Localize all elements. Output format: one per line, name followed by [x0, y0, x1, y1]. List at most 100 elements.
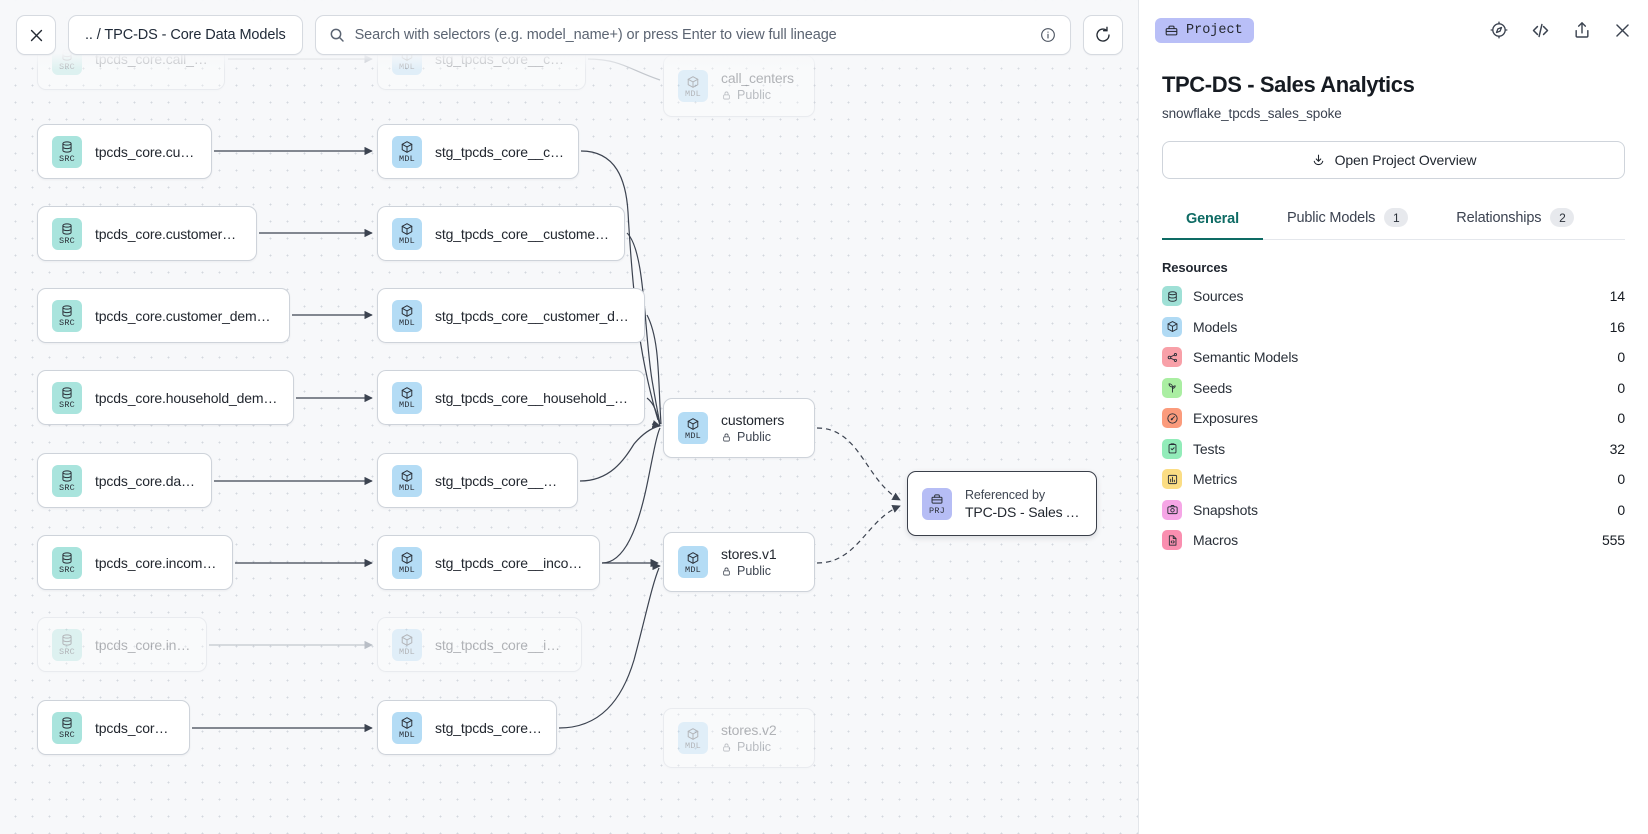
lineage-graph-pane[interactable]: SRCtpcds_core.call_centerSRCtpcds_core.c… [0, 0, 1139, 834]
lineage-node[interactable]: SRC tpcds_core.date_dim [37, 453, 212, 508]
lineage-node-label: tpcds_core.household_demographics [95, 389, 279, 406]
lineage-node[interactable]: SRC tpcds_core.customer [37, 124, 212, 179]
info-circle-icon[interactable] [1040, 27, 1056, 43]
search-icon [330, 28, 344, 42]
resource-count: 0 [1617, 379, 1625, 396]
tab-general[interactable]: General [1162, 204, 1263, 240]
lineage-node[interactable]: MDLstg_tpcds_core__household_demogr… [377, 370, 645, 425]
lineage-node-access: Public [721, 564, 776, 578]
cube-icon: MDL [678, 70, 708, 102]
lock-icon [721, 566, 732, 577]
lineage-node[interactable]: MDLstg_tpcds_core__customer_demogra… [377, 288, 645, 343]
database-icon: SRC [52, 711, 82, 744]
page-title: TPC-DS - Sales Analytics [1162, 72, 1415, 97]
cube-icon: MDL [678, 722, 708, 754]
share-icon[interactable] [1572, 20, 1592, 40]
lineage-node-access: Public [721, 88, 794, 102]
resource-row[interactable]: Metrics 0 [1155, 464, 1632, 495]
lock-icon [721, 90, 732, 101]
graph-toolbar: .. / TPC-DS - Core Data Models [0, 0, 1138, 70]
resource-count: 0 [1617, 471, 1625, 488]
lineage-node-label: tpcds_core.inventory [95, 636, 192, 653]
lineage-node-body: stg_tpcds_core__household_demogr… [435, 390, 630, 406]
lineage-node-body: tpcds_core.inventory [95, 637, 192, 653]
code-icon-glyph [1532, 23, 1549, 37]
details-panel: Project [1139, 0, 1648, 834]
cube-icon: MDL [678, 412, 708, 444]
close-lineage-button[interactable] [16, 15, 56, 55]
lineage-node-body: stg_tpcds_core__date_dim [435, 473, 563, 489]
lineage-node-label: stg_tpcds_core__customer [435, 143, 564, 160]
lineage-node-label: customers [721, 412, 785, 428]
gauge-icon [1162, 408, 1182, 429]
resource-count: 555 [1601, 532, 1625, 549]
lineage-node-body: stg_tpcds_core__inventory [435, 637, 567, 653]
database-icon: SRC [52, 381, 82, 414]
cube-icon: MDL [392, 711, 422, 744]
database-icon: SRC [52, 464, 82, 497]
lineage-node-label: tpcds_core.income_band [95, 554, 218, 571]
open-project-overview-button[interactable]: Open Project Overview [1162, 141, 1625, 179]
lineage-node[interactable]: SRC tpcds_core.household_demographics [37, 370, 294, 425]
lineage-node[interactable]: SRC tpcds_core.income_band [37, 535, 233, 590]
resource-label: Metrics [1193, 471, 1238, 488]
open-project-overview-label: Open Project Overview [1334, 152, 1477, 168]
resource-label: Semantic Models [1193, 349, 1299, 366]
resource-count: 14 [1609, 288, 1625, 305]
resource-type-chip[interactable]: Project [1155, 17, 1254, 43]
lineage-compass-icon[interactable] [1489, 20, 1509, 40]
lineage-node-body: stg_tpcds_core__customer [435, 144, 564, 160]
database-icon: SRC [52, 546, 82, 579]
database-icon: SRC [52, 135, 82, 168]
lock-icon [721, 742, 732, 753]
access-label: Public [737, 740, 772, 754]
resource-label: Models [1193, 318, 1238, 335]
lock-icon [721, 432, 732, 443]
lineage-node[interactable]: SRC tpcds_core.store [37, 700, 190, 755]
access-label: Public [737, 88, 772, 102]
file-code-icon [1162, 530, 1182, 551]
database-icon: SRC [52, 628, 82, 661]
breadcrumb[interactable]: .. / TPC-DS - Core Data Models [68, 15, 303, 55]
lineage-node-body: tpcds_core.date_dim [95, 473, 197, 489]
lineage-node-label: tpcds_core.date_dim [95, 472, 197, 489]
download-circle-icon [1313, 154, 1323, 165]
lineage-node-body: tpcds_core.store [95, 720, 175, 736]
lineage-node-access: Public [721, 740, 776, 754]
lineage-node-label: tpcds_core.store [95, 719, 175, 736]
tab-label: Public Models [1286, 209, 1376, 226]
refresh-button[interactable] [1083, 15, 1123, 55]
code-icon[interactable] [1530, 20, 1551, 41]
lineage-node[interactable]: SRC tpcds_core.inventory [37, 617, 207, 672]
search-input[interactable] [354, 27, 1030, 43]
resource-label: Tests [1193, 440, 1225, 457]
close-panel-button[interactable] [1613, 21, 1632, 40]
lineage-node-label: tpcds_core.customer [95, 143, 197, 160]
search-bar[interactable] [314, 15, 1071, 55]
